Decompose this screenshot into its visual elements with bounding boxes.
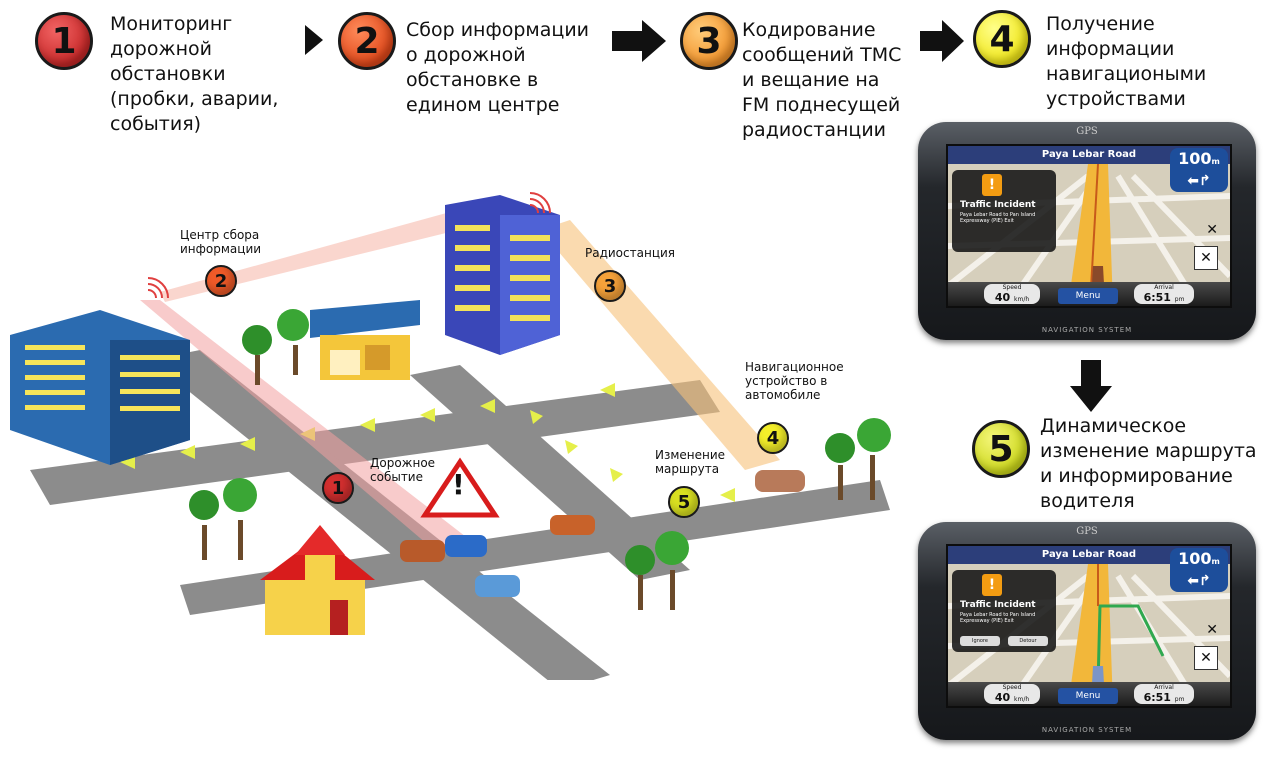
gps-speed-label: Speed bbox=[1002, 684, 1022, 691]
gps-incident-popup: ! Traffic Incident Paya Lebar Road to Pa… bbox=[952, 570, 1056, 652]
gps-distance: 100m⬅↱ bbox=[1170, 548, 1228, 592]
gps-device-bottom: GPS Paya Lebar Road 100m⬅↱ ! Traffic Inc… bbox=[918, 522, 1256, 740]
step-4-number: 4 bbox=[973, 10, 1031, 68]
gps-distance-unit: m bbox=[1211, 157, 1220, 166]
map-label-route-change: Изменение маршрута bbox=[655, 448, 726, 476]
step-3-text: Кодирование сообщений TMC и вещание на F… bbox=[742, 19, 902, 141]
step-3-number: 3 bbox=[680, 12, 738, 70]
close-icon: ✕ bbox=[1206, 222, 1218, 238]
gps-menu-button: Menu bbox=[1058, 688, 1118, 704]
step-1-text: Мониторинг дорожной обстановки (пробки, … bbox=[110, 13, 279, 135]
gps-incident-title: Traffic Incident bbox=[960, 600, 1036, 610]
gps-footer: NAVIGATION SYSTEM bbox=[1041, 726, 1133, 734]
arrow-down-icon bbox=[1070, 360, 1112, 412]
map-label-incident: Дорожное событие bbox=[370, 456, 436, 484]
turn-arrow-icon: ⬅↱ bbox=[1187, 573, 1211, 589]
gps-distance-value: 100 bbox=[1178, 149, 1212, 168]
gps-screen: Paya Lebar Road 100m⬅↱ ! Traffic Inciden… bbox=[946, 144, 1232, 308]
close-icon: ✕ bbox=[1206, 622, 1218, 638]
step-2-text: Сбор информации о дорожной обстановке в … bbox=[406, 19, 590, 116]
gps-distance: 100m⬅↱ bbox=[1170, 148, 1228, 192]
gps-menu-button: Menu bbox=[1058, 288, 1118, 304]
gps-speed-label: Speed bbox=[1002, 284, 1022, 291]
step-4-text: Получение информации навигациоными устро… bbox=[1046, 13, 1207, 110]
gps-speed-unit: km/h bbox=[1014, 296, 1030, 303]
gps-road-name: Paya Lebar Road bbox=[948, 546, 1230, 564]
map-badge-2: 2 bbox=[205, 265, 237, 297]
gps-distance-unit: m bbox=[1211, 557, 1220, 566]
restaurant-icon: ✕ bbox=[1194, 646, 1218, 670]
gps-road-name: Paya Lebar Road bbox=[948, 146, 1230, 164]
map-label-center: Центр сбора информации bbox=[180, 228, 262, 256]
gps-speed-value: 40 bbox=[994, 291, 1011, 304]
gps-arrival-unit: pm bbox=[1174, 696, 1185, 703]
map-badge-4: 4 bbox=[757, 422, 789, 454]
gps-ignore-button: Ignore bbox=[960, 636, 1000, 646]
step-1-number: 1 bbox=[35, 12, 93, 70]
gps-speed-unit: km/h bbox=[1014, 696, 1030, 703]
step-5-number: 5 bbox=[972, 420, 1030, 478]
gps-incident-popup: ! Traffic Incident Paya Lebar Road to Pa… bbox=[952, 170, 1056, 252]
gps-arrival-label: Arrival bbox=[1154, 284, 1174, 291]
gps-arrival-value: 6:51 bbox=[1143, 691, 1171, 704]
map-label-nav-device: Навигационное устройство в автомобиле bbox=[745, 360, 844, 402]
gps-incident-desc: Paya Lebar Road to Pan Island Expressway… bbox=[960, 212, 1036, 224]
gps-incident-title: Traffic Incident bbox=[960, 200, 1036, 210]
arrow-right-icon bbox=[920, 20, 964, 62]
arrow-right-icon bbox=[305, 25, 323, 55]
gps-arrival-value: 6:51 bbox=[1143, 291, 1171, 304]
arrow-right-icon bbox=[612, 20, 666, 62]
step-2-number: 2 bbox=[338, 12, 396, 70]
turn-arrow-icon: ⬅↱ bbox=[1187, 173, 1211, 189]
gps-screen: Paya Lebar Road 100m⬅↱ ! Traffic Inciden… bbox=[946, 544, 1232, 708]
restaurant-icon: ✕ bbox=[1194, 246, 1218, 270]
gps-arrival-unit: pm bbox=[1174, 296, 1185, 303]
gps-speed-value: 40 bbox=[994, 691, 1011, 704]
gps-brand: GPS bbox=[1076, 526, 1098, 537]
gps-detour-button: Detour bbox=[1008, 636, 1048, 646]
warning-icon: ! bbox=[452, 468, 465, 501]
warning-icon: ! bbox=[982, 574, 1002, 596]
gps-device-top: GPS Paya Lebar Road 100m⬅↱ ! Traffic Inc… bbox=[918, 122, 1256, 340]
map-badge-1: 1 bbox=[322, 472, 354, 504]
gps-distance-value: 100 bbox=[1178, 549, 1212, 568]
gps-footer: NAVIGATION SYSTEM bbox=[1041, 326, 1133, 334]
step-5-text: Динамическое изменение маршрута и информ… bbox=[1040, 415, 1257, 512]
warning-icon: ! bbox=[982, 174, 1002, 196]
map-label-radio: Радиостанция bbox=[585, 246, 675, 260]
gps-incident-desc: Paya Lebar Road to Pan Island Expressway… bbox=[960, 612, 1036, 624]
map-badge-5: 5 bbox=[668, 486, 700, 518]
gps-brand: GPS bbox=[1076, 126, 1098, 137]
gps-arrival-label: Arrival bbox=[1154, 684, 1174, 691]
map-badge-3: 3 bbox=[594, 270, 626, 302]
